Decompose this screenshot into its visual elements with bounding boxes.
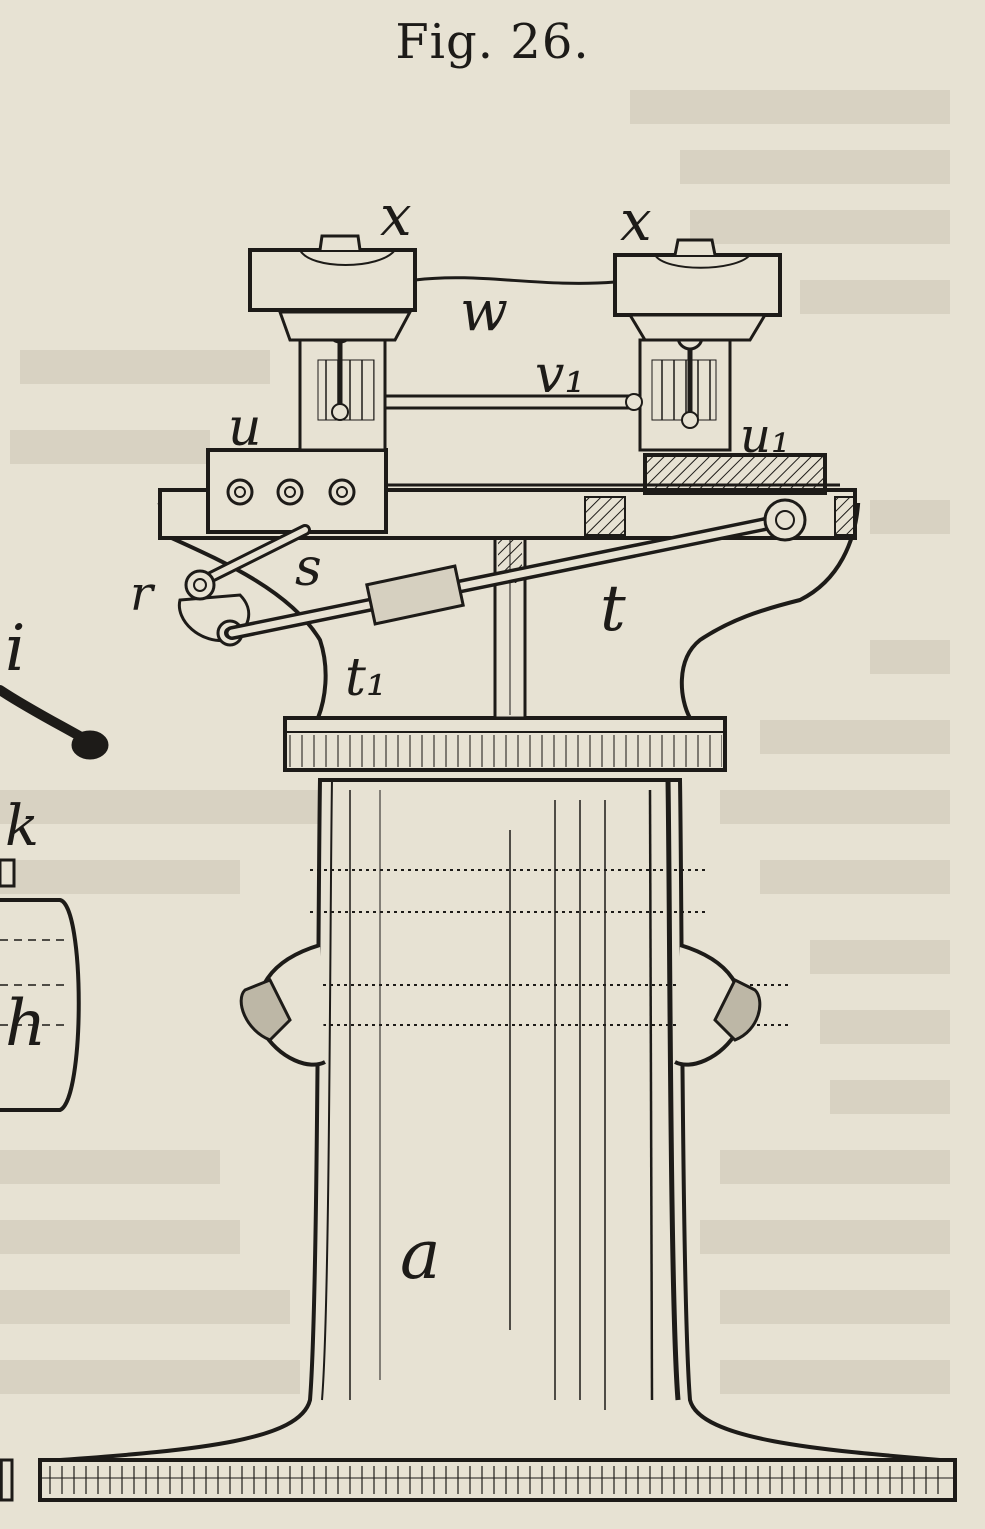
- label-v1: v₁: [535, 345, 585, 405]
- label-k: k: [5, 794, 39, 859]
- label-x-left: x: [380, 184, 412, 249]
- figure-title: Fig. 26.: [395, 14, 590, 70]
- label-h: h: [5, 987, 46, 1061]
- label-u1: u₁: [740, 408, 790, 464]
- column: [59, 778, 941, 1462]
- label-t: t: [600, 572, 626, 646]
- head-casting: [157, 503, 861, 720]
- slide-u: [206, 448, 840, 534]
- label-i: i: [5, 612, 25, 686]
- label-a: a: [400, 1216, 441, 1295]
- tool-holder-right: [613, 238, 782, 452]
- adjacent-figure-fragment: [0, 685, 109, 1502]
- wire-w: [414, 276, 616, 285]
- label-r: r: [130, 566, 156, 622]
- tool-holder-left: [248, 234, 417, 452]
- label-s: s: [295, 538, 322, 598]
- label-x-right: x: [620, 189, 652, 254]
- label-u: u: [228, 398, 262, 458]
- linkage: [177, 498, 807, 647]
- bleed-through-text: [0, 90, 950, 1394]
- label-t1: t₁: [345, 648, 387, 708]
- collar-ring: [283, 716, 727, 772]
- rod-v1: [383, 393, 643, 411]
- slide-u1: [643, 453, 827, 495]
- base-plate: [38, 1458, 957, 1502]
- label-w: w: [460, 279, 508, 344]
